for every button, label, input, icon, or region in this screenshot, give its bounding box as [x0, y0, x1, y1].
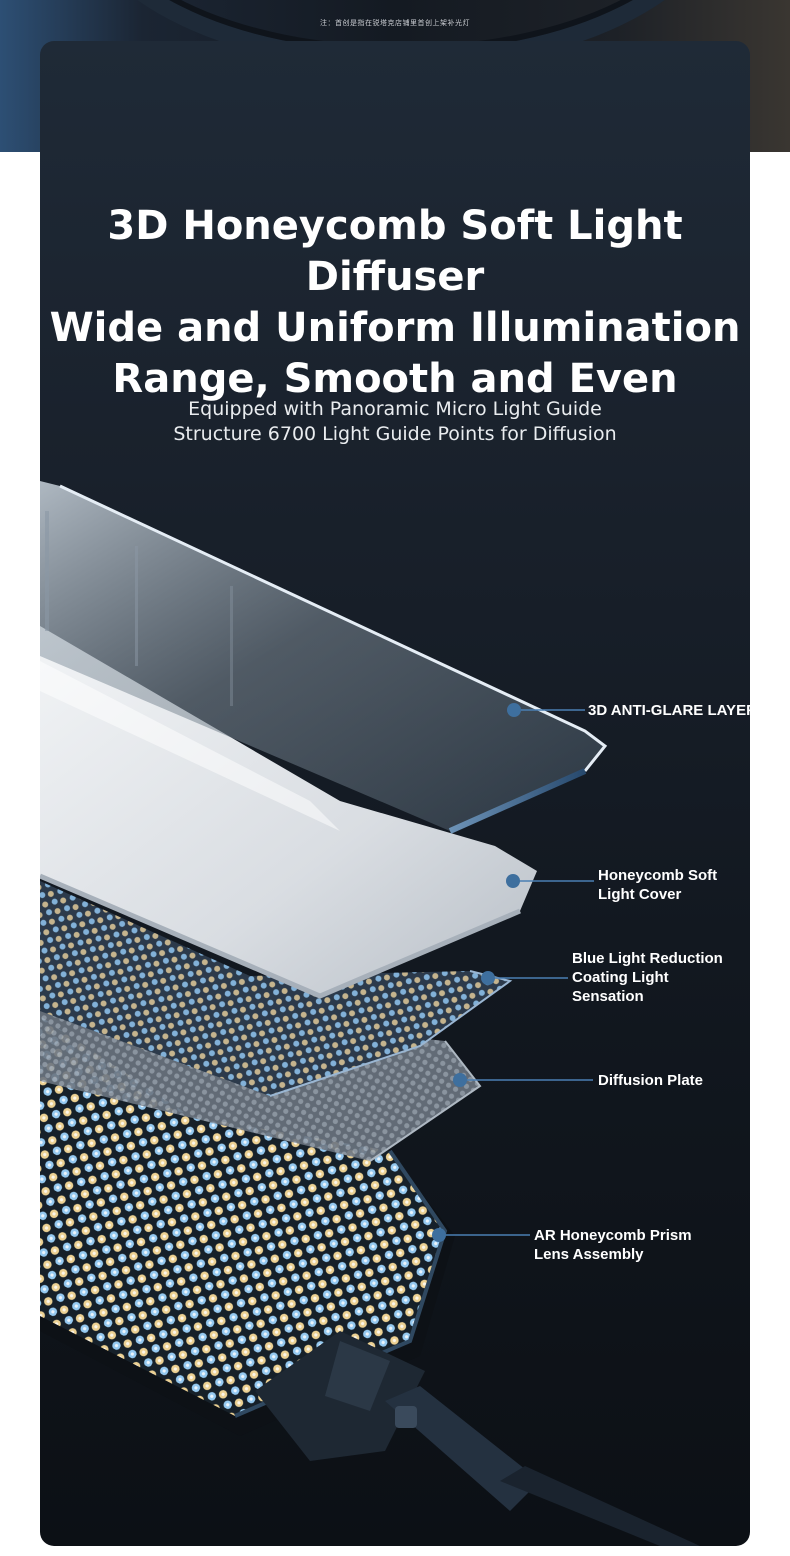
callout-line: Light Cover	[598, 886, 682, 903]
headline-line-1: 3D Honeycomb Soft Light Diffuser	[107, 203, 683, 300]
subheadline-line-2: Structure 6700 Light Guide Points for Di…	[173, 423, 617, 445]
feature-card: 3D Honeycomb Soft Light Diffuser Wide an…	[40, 41, 750, 1546]
leader-dot-2	[506, 874, 520, 888]
top-footnote: 注：首创是指在锐塔克店铺里首创上架补光灯	[320, 19, 470, 27]
callout-line: Honeycomb Soft	[598, 867, 718, 884]
headline-line-3: Range, Smooth and Even	[112, 356, 678, 402]
callout-line: Sensation	[572, 988, 644, 1005]
callout-line: Diffusion Plate	[598, 1072, 704, 1089]
stand-mount	[255, 1331, 700, 1546]
leader-dot-1	[507, 703, 521, 717]
anti-glare-glass-layer	[40, 481, 608, 834]
headline-line-2: Wide and Uniform Illumination	[49, 305, 741, 351]
callout-line: 3D ANTI-GLARE LAYER	[588, 702, 750, 719]
leader-dot-4	[453, 1073, 467, 1087]
subheadline-line-1: Equipped with Panoramic Micro Light Guid…	[188, 398, 602, 420]
soft-light-cover-layer	[40, 626, 537, 999]
callout-soft-light-cover: Honeycomb Soft Light Cover	[598, 866, 717, 904]
callout-anti-glare-layer: 3D ANTI-GLARE LAYER	[588, 701, 750, 720]
callout-leaders	[432, 703, 594, 1242]
leader-dot-3	[481, 971, 495, 985]
callout-line: Blue Light Reduction	[572, 950, 723, 967]
leader-dot-5	[432, 1228, 446, 1242]
callout-line: AR Honeycomb Prism	[534, 1227, 692, 1244]
subheadline: Equipped with Panoramic Micro Light Guid…	[40, 397, 750, 447]
callout-prism-lens: AR Honeycomb Prism Lens Assembly	[534, 1226, 692, 1264]
callout-line: Coating Light	[572, 969, 669, 986]
callout-blue-light-coating: Blue Light Reduction Coating Light Sensa…	[572, 949, 723, 1006]
headline: 3D Honeycomb Soft Light Diffuser Wide an…	[40, 201, 750, 405]
callout-line: Lens Assembly	[534, 1246, 644, 1263]
exploded-layer-illustration	[40, 481, 700, 1546]
callout-diffusion-plate: Diffusion Plate	[598, 1071, 703, 1090]
